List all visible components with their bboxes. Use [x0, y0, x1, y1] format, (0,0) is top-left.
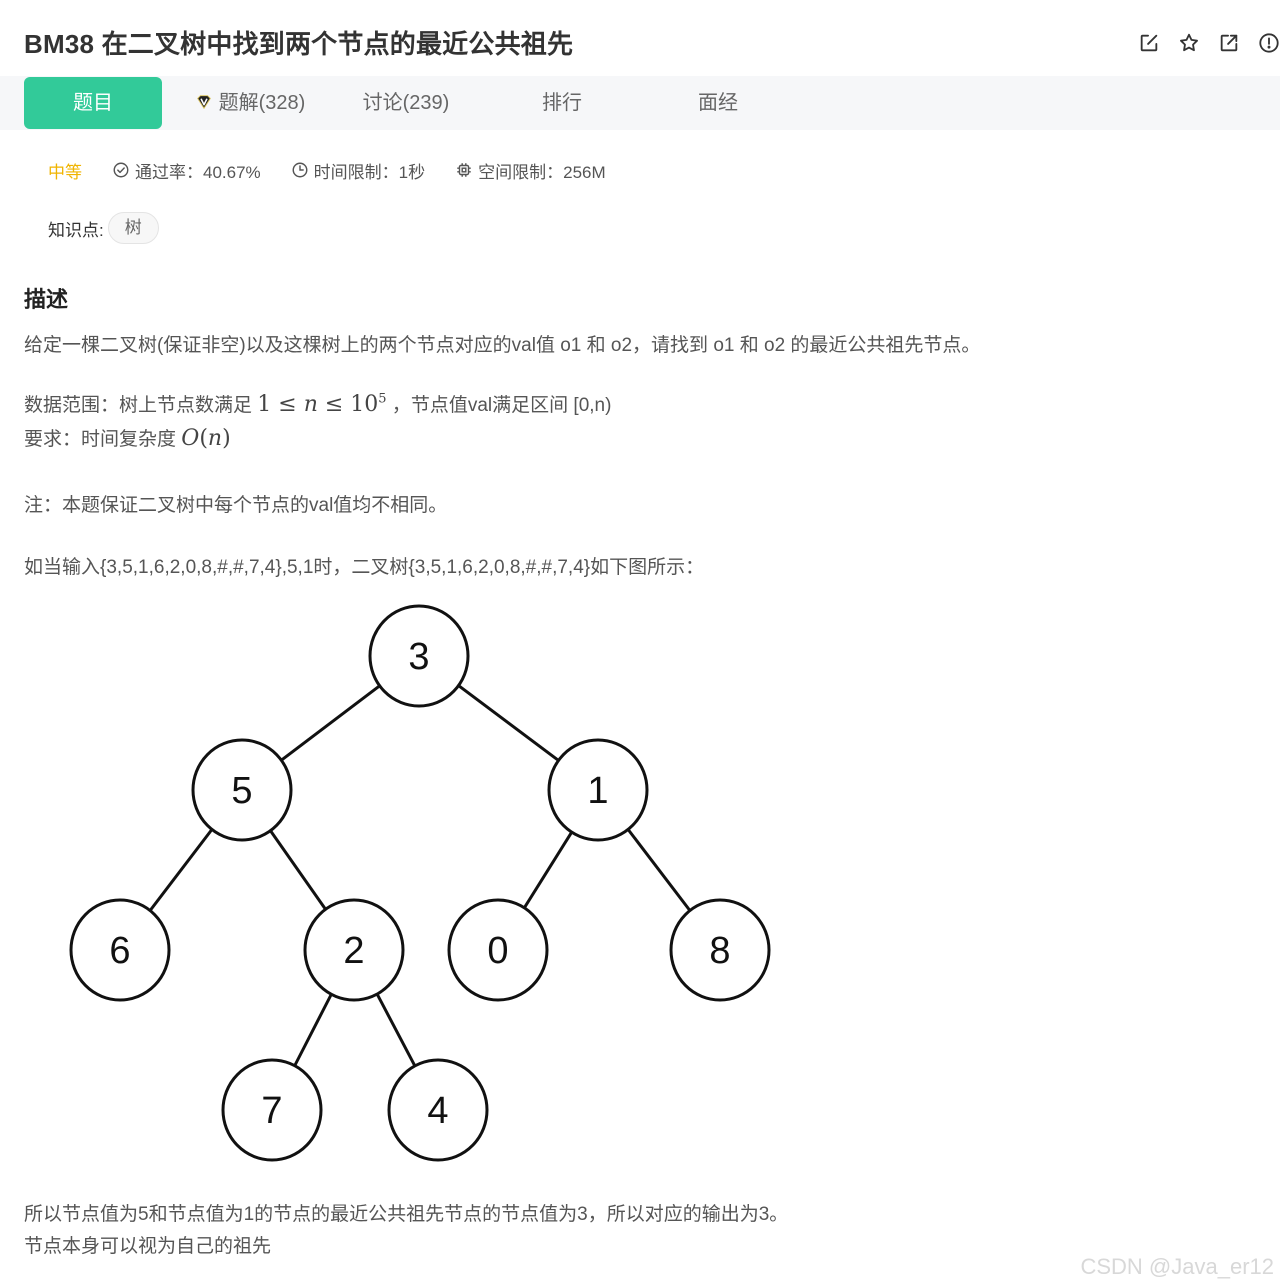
tree-edge — [269, 830, 327, 910]
star-icon[interactable] — [1178, 32, 1200, 54]
tree-node-0: 0 — [447, 898, 549, 1002]
report-icon[interactable] — [1258, 32, 1280, 54]
tab-label: 讨论(239) — [362, 92, 450, 114]
requirement-prefix: 要求：时间复杂度 — [24, 429, 182, 450]
svg-text:8: 8 — [709, 930, 730, 972]
watermark: CSDN @Java_er12 — [1080, 1254, 1274, 1279]
clock-icon — [292, 162, 308, 178]
pass-rate: 通过率：40.67% — [112, 158, 261, 183]
svg-text:4: 4 — [427, 1090, 448, 1132]
svg-text:5: 5 — [231, 770, 252, 812]
check-circle-icon — [113, 162, 129, 178]
page-title: BM38 在二叉树中找到两个节点的最近公共祖先 — [24, 29, 574, 59]
tab-problem[interactable]: 题目 — [24, 77, 162, 129]
data-range-math: 1 ≤ n ≤ 105 — [257, 391, 387, 417]
svg-text:0: 0 — [487, 930, 508, 972]
tab-ranking[interactable]: 排行 — [512, 77, 612, 129]
tab-bar: 题目 题解(328) 讨论(239) 排行 面经 — [0, 76, 1280, 130]
data-range-prefix: 数据范围：树上节点数满足 — [24, 395, 258, 416]
external-link-icon[interactable] — [1218, 32, 1240, 54]
problem-meta: 中等 通过率：40.67% 时间限制：1秒 空间限制：256M — [48, 156, 636, 184]
complexity-requirement: 要求：时间复杂度 O(n) — [24, 424, 231, 451]
tree-node-7: 7 — [221, 1058, 323, 1162]
space-limit-text: 空间限制：256M — [478, 162, 606, 182]
tree-edge — [280, 684, 381, 762]
pass-rate-text: 通过率：40.67% — [135, 162, 261, 182]
tree-node-4: 4 — [387, 1058, 489, 1162]
binary-tree-diagram: 3 5 1 6 2 0 8 7 4 — [0, 590, 800, 1170]
tab-label: 题解(328) — [218, 92, 306, 114]
tree-node-2: 2 — [303, 898, 405, 1002]
difficulty-badge: 中等 — [48, 162, 82, 182]
tab-discussion[interactable]: 讨论(239) — [346, 77, 466, 129]
tree-node-6: 6 — [69, 898, 171, 1002]
edit-icon[interactable] — [1138, 32, 1160, 54]
tree-edge — [627, 828, 691, 912]
tab-label: 题目 — [73, 92, 113, 114]
tab-label: 面经 — [698, 92, 738, 114]
note-text: 注：本题保证二叉树中每个节点的val值均不相同。 — [24, 495, 448, 516]
time-limit: 时间限制：1秒 — [291, 158, 425, 183]
title-actions — [1138, 32, 1280, 54]
svg-text:6: 6 — [109, 930, 130, 972]
svg-text:3: 3 — [408, 636, 429, 678]
tree-node-1: 1 — [547, 738, 649, 842]
knowledge-tag[interactable]: 树 — [107, 212, 159, 244]
time-limit-text: 时间限制：1秒 — [313, 162, 426, 182]
svg-text:1: 1 — [587, 770, 608, 812]
tree-edge — [149, 828, 213, 912]
tree-node-5: 5 — [191, 738, 293, 842]
svg-text:2: 2 — [343, 930, 364, 972]
tab-solutions[interactable]: 题解(328) — [180, 77, 320, 129]
example-text: 如当输入{3,5,1,6,2,0,8,#,#,7,4},5,1时，二叉树{3,5… — [24, 557, 705, 578]
conclusion-line-2: 节点本身可以视为自己的祖先 — [24, 1236, 272, 1257]
space-limit: 空间限制：256M — [455, 158, 606, 183]
title-row: BM38 在二叉树中找到两个节点的最近公共祖先 — [24, 24, 1280, 64]
tree-node-8: 8 — [669, 898, 771, 1002]
tree-edge — [523, 831, 573, 909]
tab-label: 排行 — [542, 92, 582, 114]
conclusion-line-1: 所以节点值为5和节点值为1的节点的最近公共祖先节点的节点值为3，所以对应的输出为… — [24, 1204, 789, 1225]
knowledge-label: 知识点: — [48, 220, 104, 240]
data-range: 数据范围：树上节点数满足 1 ≤ n ≤ 105 ，节点值val满足区间 [0,… — [24, 390, 611, 417]
tree-node-3: 3 — [368, 604, 470, 708]
description-line: 给定一棵二叉树(保证非空)以及这棵树上的两个节点对应的val值 o1 和 o2，… — [24, 335, 981, 356]
tree-svg: 3 5 1 6 2 0 8 7 4 — [69, 604, 771, 1162]
knowledge-points: 知识点: 树 — [48, 212, 159, 244]
complexity-math: O(n) — [181, 426, 231, 451]
vip-badge-icon — [196, 95, 211, 110]
description-heading: 描述 — [24, 287, 69, 312]
chip-icon — [457, 163, 471, 177]
data-range-suffix: ，节点值val满足区间 [0,n) — [386, 395, 612, 416]
svg-text:7: 7 — [261, 1090, 282, 1132]
tree-edge — [458, 684, 559, 762]
tab-interview[interactable]: 面经 — [668, 77, 768, 129]
tree-edge — [293, 993, 333, 1067]
tree-edge — [375, 993, 417, 1067]
